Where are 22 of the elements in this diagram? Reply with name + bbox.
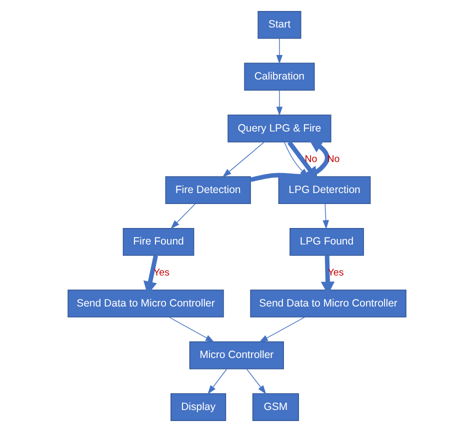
node-box: Send Data to Micro Controller — [68, 290, 224, 318]
node-box: GSM — [252, 393, 299, 422]
arrow — [168, 316, 214, 342]
node-box: Send Data to Micro Controller — [250, 290, 406, 318]
node-box: Fire Found — [122, 228, 194, 256]
arrow — [258, 316, 306, 342]
edge-label: No — [304, 154, 318, 165]
node-box: Fire Detection — [165, 176, 251, 204]
arrow — [222, 142, 264, 178]
node-box: Start — [258, 10, 302, 39]
node-box: Query LPG & Fire — [228, 114, 332, 142]
arrow — [170, 203, 196, 229]
arrow — [276, 90, 283, 116]
arrow — [322, 203, 329, 230]
node-box: LPG Deterction — [278, 176, 371, 204]
node-box: Micro Controller — [189, 341, 284, 370]
arrow — [246, 368, 266, 394]
arrow — [276, 38, 283, 64]
arrow — [208, 368, 228, 394]
node-box: LPG Found — [290, 228, 364, 256]
node-box: Display — [170, 393, 226, 422]
node-box: Calibration — [244, 62, 315, 91]
